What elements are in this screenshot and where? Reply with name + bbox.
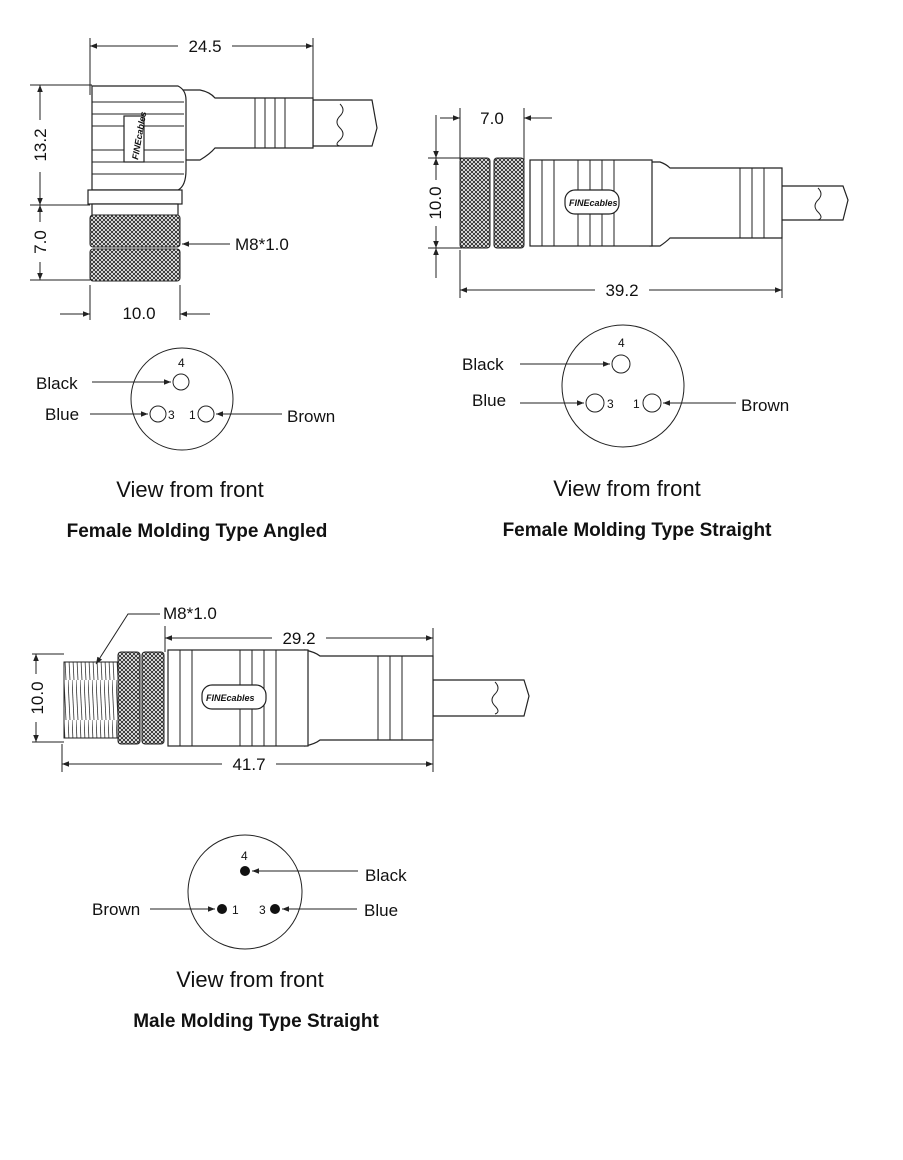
straight-female-view-caption: View from front <box>553 476 701 501</box>
male-pin-4: 4 <box>241 849 248 863</box>
male-pin-1: 1 <box>232 903 239 917</box>
angled-title: Female Molding Type Angled <box>67 521 328 542</box>
male-body-dim: 29.2 <box>282 629 315 648</box>
straight-female-knurl-dim: 7.0 <box>480 109 504 128</box>
angled-connector-drawing: FINEcables <box>30 38 378 320</box>
straight-female-pin-1: 1 <box>633 397 640 411</box>
straight-female-length-dim: 39.2 <box>605 281 638 300</box>
angled-width-dim: 24.5 <box>188 37 221 56</box>
angled-pin-view <box>90 347 282 451</box>
straight-female-wire-brown: Brown <box>741 396 789 415</box>
angled-wire-blue: Blue <box>45 405 79 424</box>
angled-pin-1: 1 <box>189 408 196 422</box>
male-length-dim: 41.7 <box>232 755 265 774</box>
male-wire-brown: Brown <box>92 900 140 919</box>
male-wire-blue: Blue <box>364 901 398 920</box>
straight-female-wire-blue: Blue <box>472 391 506 410</box>
male-dia-dim: 10.0 <box>28 681 47 714</box>
angled-knurl-dim: 7.0 <box>31 230 50 254</box>
angled-pin-4: 4 <box>178 356 185 370</box>
straight-female-pin-4: 4 <box>618 336 625 350</box>
straight-female-logo: FINEcables <box>569 198 618 208</box>
male-view-caption: View from front <box>176 967 324 992</box>
male-pin-3: 3 <box>259 903 266 917</box>
male-thread-label: M8*1.0 <box>163 604 217 623</box>
straight-female-pin-view <box>520 324 736 448</box>
angled-pin-3: 3 <box>168 408 175 422</box>
male-logo: FINEcables <box>206 693 255 703</box>
angled-thread-label: M8*1.0 <box>235 235 289 254</box>
angled-view-caption: View from front <box>116 477 264 502</box>
straight-female-pin-3: 3 <box>607 397 614 411</box>
angled-height-dim: 13.2 <box>31 128 50 161</box>
male-title: Male Molding Type Straight <box>133 1011 379 1032</box>
angled-dia-dim: 10.0 <box>122 304 155 323</box>
straight-female-drawing: FINEcables <box>428 108 849 298</box>
angled-wire-brown: Brown <box>287 407 335 426</box>
male-pin-view <box>150 834 358 950</box>
angled-wire-black: Black <box>36 374 78 393</box>
straight-female-wire-black: Black <box>462 355 504 374</box>
male-wire-black: Black <box>365 866 407 885</box>
straight-female-title: Female Molding Type Straight <box>503 520 773 541</box>
straight-female-dia-dim: 10.0 <box>426 186 445 219</box>
